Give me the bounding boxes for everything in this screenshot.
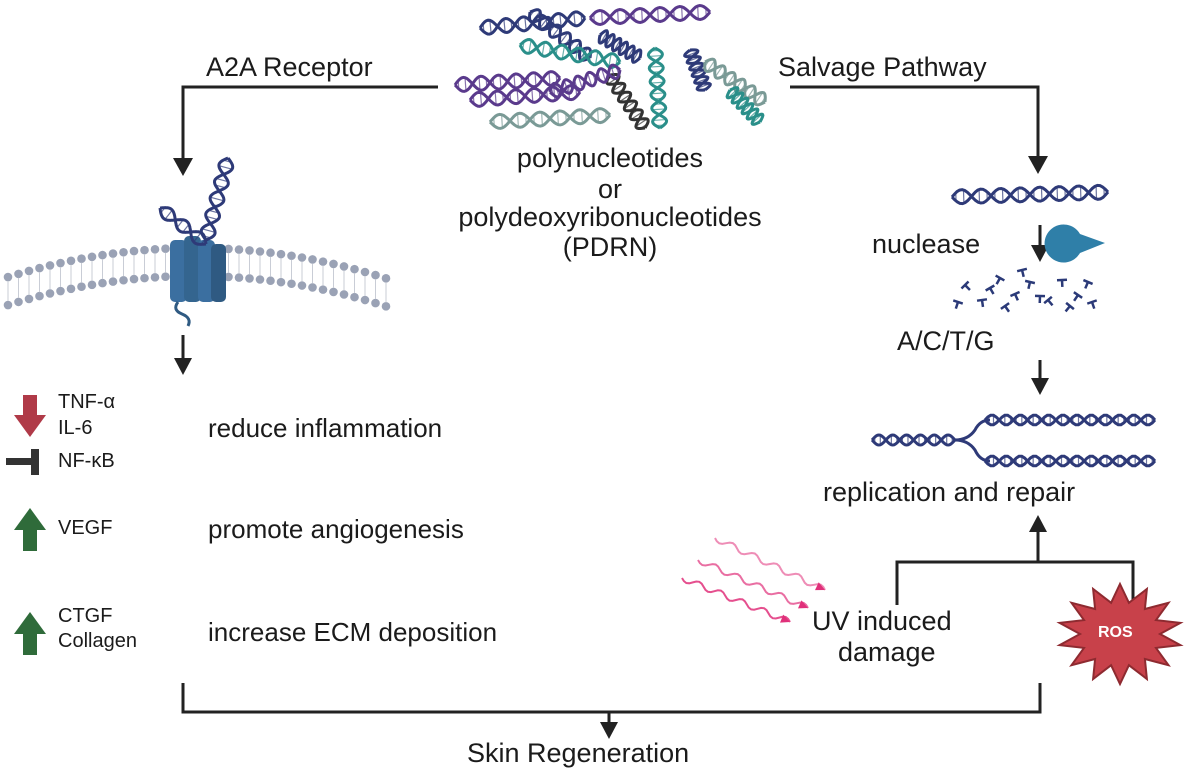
dna-cluster bbox=[453, 3, 767, 130]
outcome-increase-ecm: increase ECM deposition bbox=[208, 617, 498, 647]
uv-damage-label-line1: UV induced bbox=[812, 606, 952, 636]
pdrn-title-line1: polynucleotides bbox=[516, 143, 704, 173]
bound-dna-icon bbox=[158, 156, 235, 246]
marker-tnf-alpha: TNF-α bbox=[58, 391, 116, 413]
nuclease-arrowhead bbox=[1031, 245, 1049, 262]
a2a-receptor-label: A2A Receptor bbox=[206, 52, 373, 82]
marker-il6: IL-6 bbox=[58, 417, 93, 439]
ros-label: ROS bbox=[1098, 624, 1133, 641]
pdrn-title-line3: polydeoxyribonucleotides bbox=[458, 202, 762, 232]
a2a-arrowhead bbox=[173, 158, 193, 176]
ctgf-up-arrow-icon bbox=[14, 612, 46, 655]
marker-vegf: VEGF bbox=[58, 517, 113, 539]
bases-arrowhead bbox=[1031, 378, 1049, 395]
ros-icon bbox=[1056, 581, 1184, 687]
a2a-connector bbox=[181, 85, 438, 160]
pdrn-title-line2: or bbox=[597, 174, 622, 204]
salvage-arrowhead bbox=[1028, 156, 1048, 174]
salvage-pathway-label: Salvage Pathway bbox=[778, 52, 987, 82]
receptor-down-arrowhead bbox=[174, 358, 192, 375]
skin-regeneration-label: Skin Regeneration bbox=[467, 738, 690, 768]
nucleotide-fragments-icon bbox=[952, 267, 1098, 313]
marker-collagen: Collagen bbox=[58, 630, 137, 652]
dna-strand-icon bbox=[950, 183, 1110, 206]
uv-waves-icon bbox=[681, 537, 826, 623]
regeneration-arrowhead bbox=[600, 722, 618, 739]
outcome-promote-angiogenesis: promote angiogenesis bbox=[208, 514, 464, 544]
nuclease-icon bbox=[1044, 224, 1105, 263]
pdrn-title-line4: (PDRN) bbox=[562, 232, 658, 262]
repair-arrowhead bbox=[1029, 515, 1047, 532]
tnf-down-arrow-icon bbox=[14, 395, 46, 437]
nuclease-label: nuclease bbox=[872, 229, 981, 259]
nfkb-inhibit-icon bbox=[6, 449, 39, 475]
marker-nfkb: NF-κB bbox=[58, 450, 115, 472]
marker-ctgf: CTGF bbox=[58, 605, 113, 627]
outcome-reduce-inflammation: reduce inflammation bbox=[208, 413, 443, 443]
salvage-connector bbox=[790, 85, 1040, 158]
uv-damage-label-line2: damage bbox=[838, 637, 936, 667]
repair-connector bbox=[895, 530, 1135, 605]
regeneration-connector bbox=[181, 683, 1042, 725]
replication-fork-icon bbox=[870, 413, 1157, 468]
bases-label: A/C/T/G bbox=[897, 326, 995, 356]
replication-label: replication and repair bbox=[823, 477, 1076, 507]
vegf-up-arrow-icon bbox=[14, 508, 46, 551]
a2a-receptor-icon bbox=[170, 236, 226, 327]
